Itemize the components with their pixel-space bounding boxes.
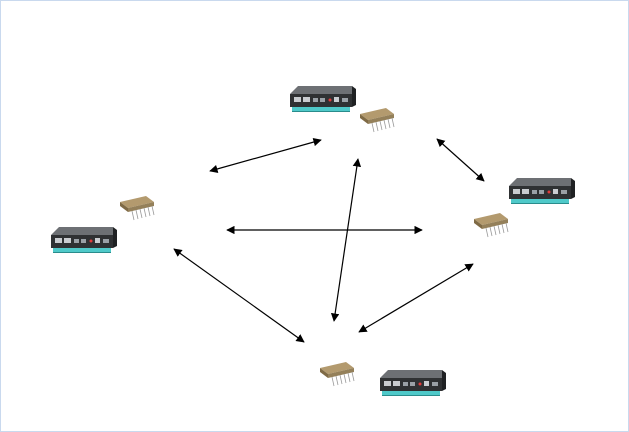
bottom-box-computer [380,370,446,396]
link-right-bottom [358,263,474,333]
links [173,137,485,343]
right-box-computer [509,178,575,204]
link-top-right [436,138,485,182]
top-wireless-module [359,107,395,133]
left-box-computer [51,227,117,253]
top-box-computer [290,86,356,112]
left-wireless-module [119,195,155,221]
bottom-wireless-module [319,361,355,387]
right-wireless-module [473,212,509,238]
link-left-bottom [173,248,305,343]
link-left-top [209,137,322,174]
link-top-bottom [330,158,362,322]
